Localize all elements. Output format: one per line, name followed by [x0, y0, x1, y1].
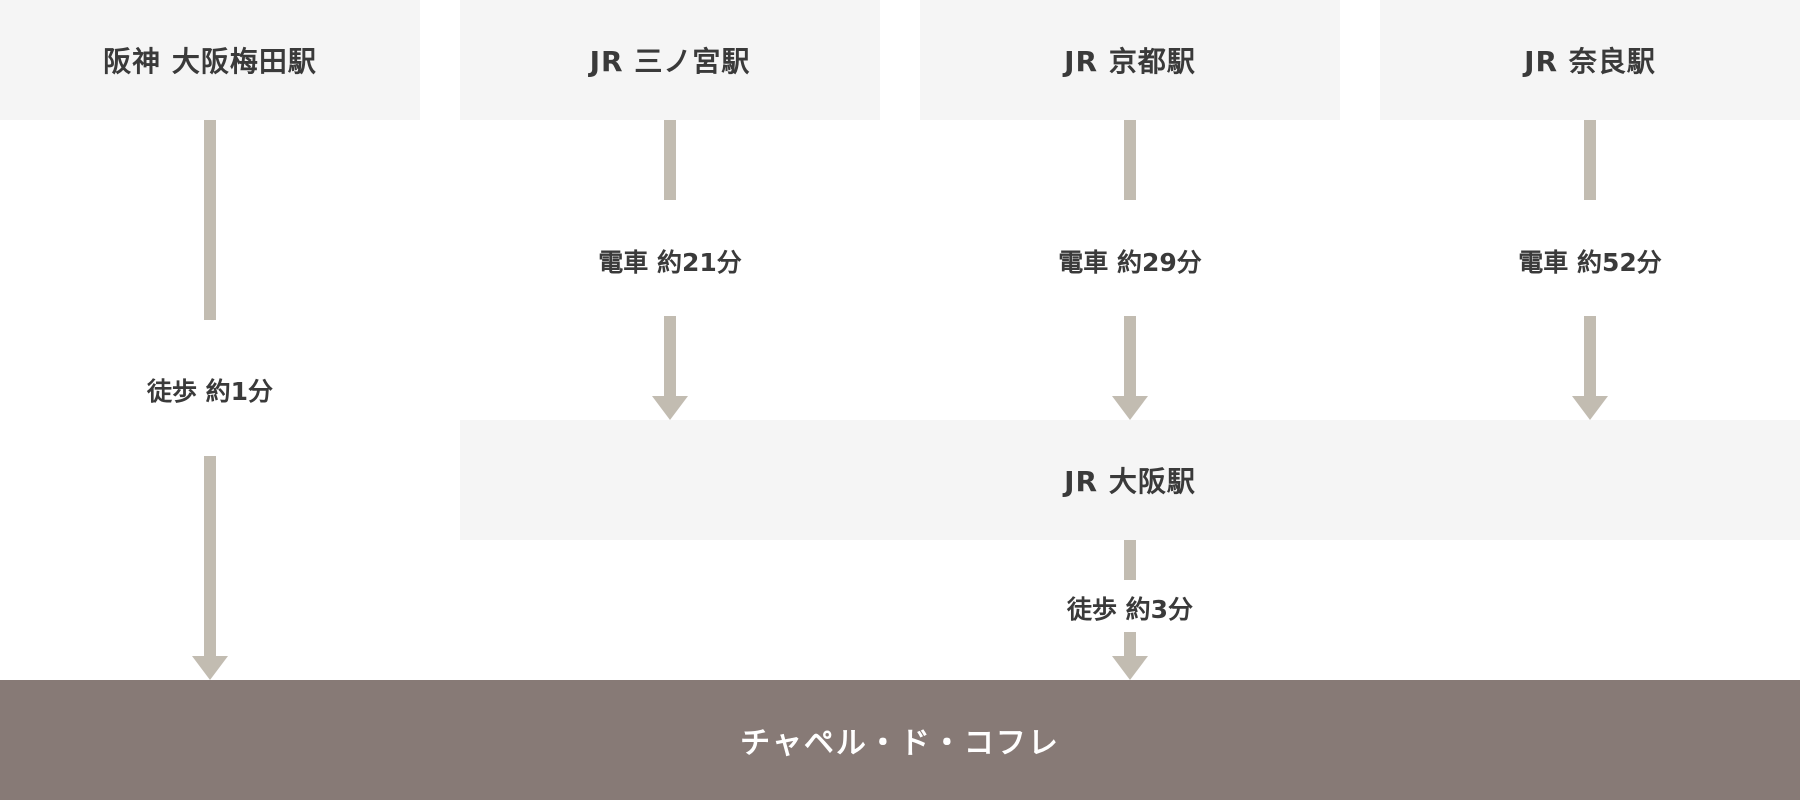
- connector-line: [1124, 316, 1136, 398]
- arrow-down-icon: [192, 656, 228, 680]
- connector-line: [1584, 120, 1596, 200]
- station-label: JR 京都駅: [1064, 45, 1196, 78]
- connector-line: [1124, 632, 1136, 658]
- station-label: JR 三ノ宮駅: [589, 45, 751, 78]
- connector-line: [204, 120, 216, 320]
- route-label-kyoto-train: 電車 約29分: [1058, 248, 1202, 277]
- destination-label: チャペル・ド・コフレ: [740, 726, 1060, 761]
- station-jr-kyoto: JR 京都駅: [920, 0, 1340, 120]
- route-label-nara-train: 電車 約52分: [1518, 248, 1662, 277]
- station-label: JR 奈良駅: [1524, 45, 1656, 78]
- station-hanshin-osaka-umeda: 阪神 大阪梅田駅: [0, 0, 420, 120]
- connector-line: [1124, 540, 1136, 580]
- station-label: 阪神 大阪梅田駅: [103, 45, 317, 78]
- station-label: JR 大阪駅: [1064, 465, 1196, 498]
- route-label-osaka-walk: 徒歩 約3分: [1066, 595, 1194, 624]
- connector-line: [1584, 316, 1596, 398]
- arrow-down-icon: [1112, 656, 1148, 680]
- arrow-down-icon: [652, 396, 688, 420]
- station-jr-sannomiya: JR 三ノ宮駅: [460, 0, 880, 120]
- connector-line: [1124, 120, 1136, 200]
- station-jr-osaka: JR 大阪駅: [460, 420, 1800, 540]
- route-label-hanshin-walk: 徒歩 約1分: [146, 377, 274, 406]
- station-jr-nara: JR 奈良駅: [1380, 0, 1800, 120]
- connector-line: [204, 456, 216, 658]
- connector-line: [664, 316, 676, 398]
- arrow-down-icon: [1572, 396, 1608, 420]
- route-label-sannomiya-train: 電車 約21分: [598, 248, 742, 277]
- arrow-down-icon: [1112, 396, 1148, 420]
- destination-chapelle-de-coffret: チャペル・ド・コフレ: [0, 680, 1800, 800]
- connector-line: [664, 120, 676, 200]
